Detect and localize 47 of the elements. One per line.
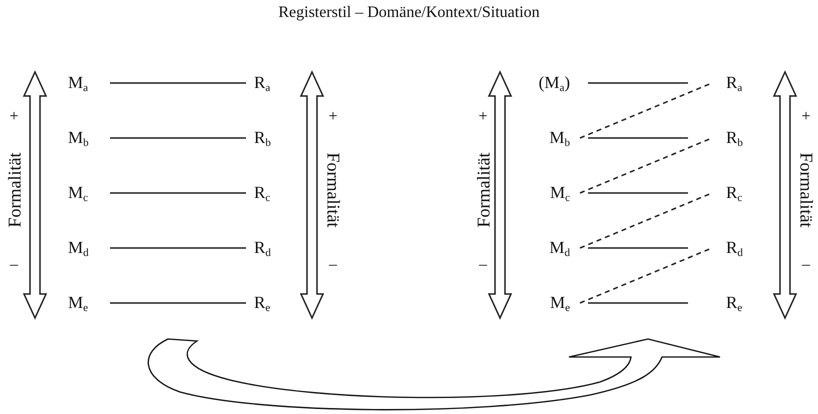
minus-sign: – [802, 256, 810, 274]
register-label: M$_{e}$ [66, 291, 106, 315]
plus-sign: + [802, 108, 811, 126]
register-label: R$_{c}$ [250, 181, 284, 205]
register-label: M$_{c}$ [66, 181, 106, 205]
dashed-line [580, 247, 712, 304]
plus-sign: + [478, 108, 488, 126]
minus-sign: – [10, 256, 18, 274]
connector-line [588, 247, 688, 249]
register-label: R$_{e}$ [250, 291, 284, 315]
register-label: M$_{a}$ [66, 71, 106, 95]
register-label: R$_{d}$ [250, 236, 284, 260]
plus-sign: + [328, 108, 338, 126]
axis-label: Formalität [474, 152, 492, 228]
connector-line [110, 192, 246, 194]
connector-line [588, 82, 688, 84]
connector-line [588, 137, 688, 139]
minus-sign: – [479, 256, 487, 274]
dashed-line [580, 82, 712, 139]
register-label: R$_{a}$ [250, 71, 284, 95]
connector-line [588, 302, 688, 304]
register-label: (M$_{a}$) [526, 71, 580, 95]
connector-line [110, 82, 246, 84]
connector-line [110, 302, 246, 304]
minus-sign: – [329, 256, 337, 274]
dashed-line [580, 192, 712, 249]
register-label: M$_{e}$ [526, 291, 580, 315]
axis-label: Formalität [5, 152, 23, 228]
register-label: M$_{d}$ [66, 236, 106, 260]
dashed-line [580, 137, 712, 194]
connector-line [588, 192, 688, 194]
axis-label: Formalität [797, 152, 815, 228]
register-label: M$_{b}$ [526, 126, 580, 150]
register-label: R$_{a}$ [712, 71, 748, 95]
register-label: R$_{d}$ [712, 236, 748, 260]
register-label: M$_{b}$ [66, 126, 106, 150]
register-label: M$_{c}$ [526, 181, 580, 205]
axis-label: Formalität [324, 152, 342, 228]
plus-sign: + [10, 108, 19, 126]
register-label: R$_{e}$ [712, 291, 748, 315]
connector-line [110, 247, 246, 249]
register-label: M$_{d}$ [526, 236, 580, 260]
register-label: R$_{c}$ [712, 181, 748, 205]
connector-line [110, 137, 246, 139]
title: Registerstil – Domäne/Kontext/Situation [277, 4, 541, 22]
register-label: R$_{b}$ [250, 126, 284, 150]
register-label: R$_{b}$ [712, 126, 748, 150]
